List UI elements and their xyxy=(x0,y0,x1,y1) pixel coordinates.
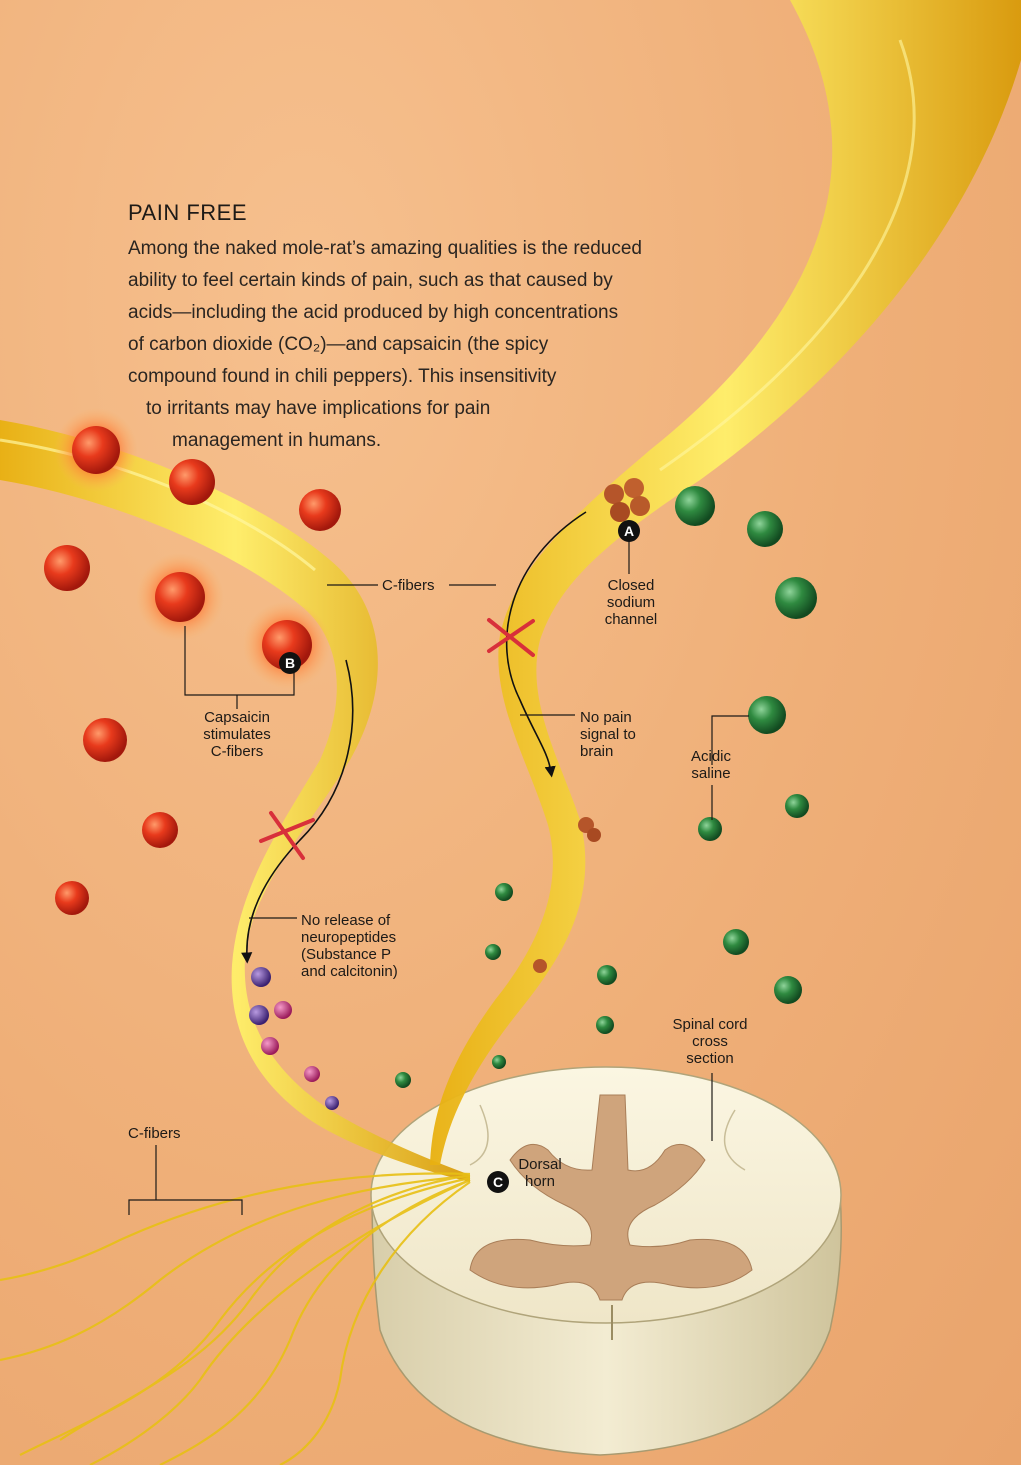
label-line: (Substance P xyxy=(301,946,398,963)
label-capsaicin-stimulates: Capsaicin stimulates C-fibers xyxy=(188,709,286,760)
label-line: Capsaicin xyxy=(188,709,286,726)
intro-line: to irritants may have implications for p… xyxy=(128,393,642,425)
intro-line: ability to feel certain kinds of pain, s… xyxy=(128,265,642,297)
left-c-fiber-nerve xyxy=(0,420,470,1182)
label-closed-sodium-channel: Closed sodium channel xyxy=(596,577,666,628)
intro-paragraph: Among the naked mole-rat’s amazing quali… xyxy=(128,233,642,457)
label-line: No release of xyxy=(301,912,398,929)
badge-b: B xyxy=(279,652,301,674)
badge-c: C xyxy=(487,1171,509,1193)
label-line: sodium xyxy=(596,594,666,611)
label-line: C-fibers xyxy=(188,743,286,760)
intro-line: Among the naked mole-rat’s amazing quali… xyxy=(128,233,642,265)
label-line: signal to xyxy=(580,726,636,743)
intro-line: compound found in chili peppers). This i… xyxy=(128,361,642,393)
label-no-pain-signal: No pain signal to brain xyxy=(580,709,636,760)
label-line: Closed xyxy=(596,577,666,594)
intro-line: acids—including the acid produced by hig… xyxy=(128,297,642,329)
label-dorsal-horn: Dorsal horn xyxy=(510,1156,570,1190)
badge-a: A xyxy=(618,520,640,542)
label-line: Spinal cord xyxy=(660,1016,760,1033)
label-line: and calcitonin) xyxy=(301,963,398,980)
label-line: Dorsal xyxy=(510,1156,570,1173)
label-no-release-neuropeptides: No release of neuropeptides (Substance P… xyxy=(301,912,398,980)
label-c-fibers-top: C-fibers xyxy=(382,577,435,594)
figure-title: PAIN FREE xyxy=(128,200,247,226)
label-line: saline xyxy=(680,765,742,782)
label-line: brain xyxy=(580,743,636,760)
label-line: stimulates xyxy=(188,726,286,743)
intro-line: management in humans. xyxy=(128,425,642,457)
label-line: No pain xyxy=(580,709,636,726)
label-c-fibers-bottom: C-fibers xyxy=(128,1125,181,1142)
label-line: Acidic xyxy=(680,748,742,765)
intro-line: of carbon dioxide (CO₂)—and capsaicin (t… xyxy=(128,329,642,361)
right-c-fiber-nerve xyxy=(430,0,1021,1165)
label-acidic-saline: Acidic saline xyxy=(680,748,742,782)
label-line: neuropeptides xyxy=(301,929,398,946)
label-line: horn xyxy=(510,1173,570,1190)
label-line: section xyxy=(660,1050,760,1067)
label-line: cross xyxy=(660,1033,760,1050)
label-spinal-cord-cross-section: Spinal cord cross section xyxy=(660,1016,760,1067)
label-line: channel xyxy=(596,611,666,628)
